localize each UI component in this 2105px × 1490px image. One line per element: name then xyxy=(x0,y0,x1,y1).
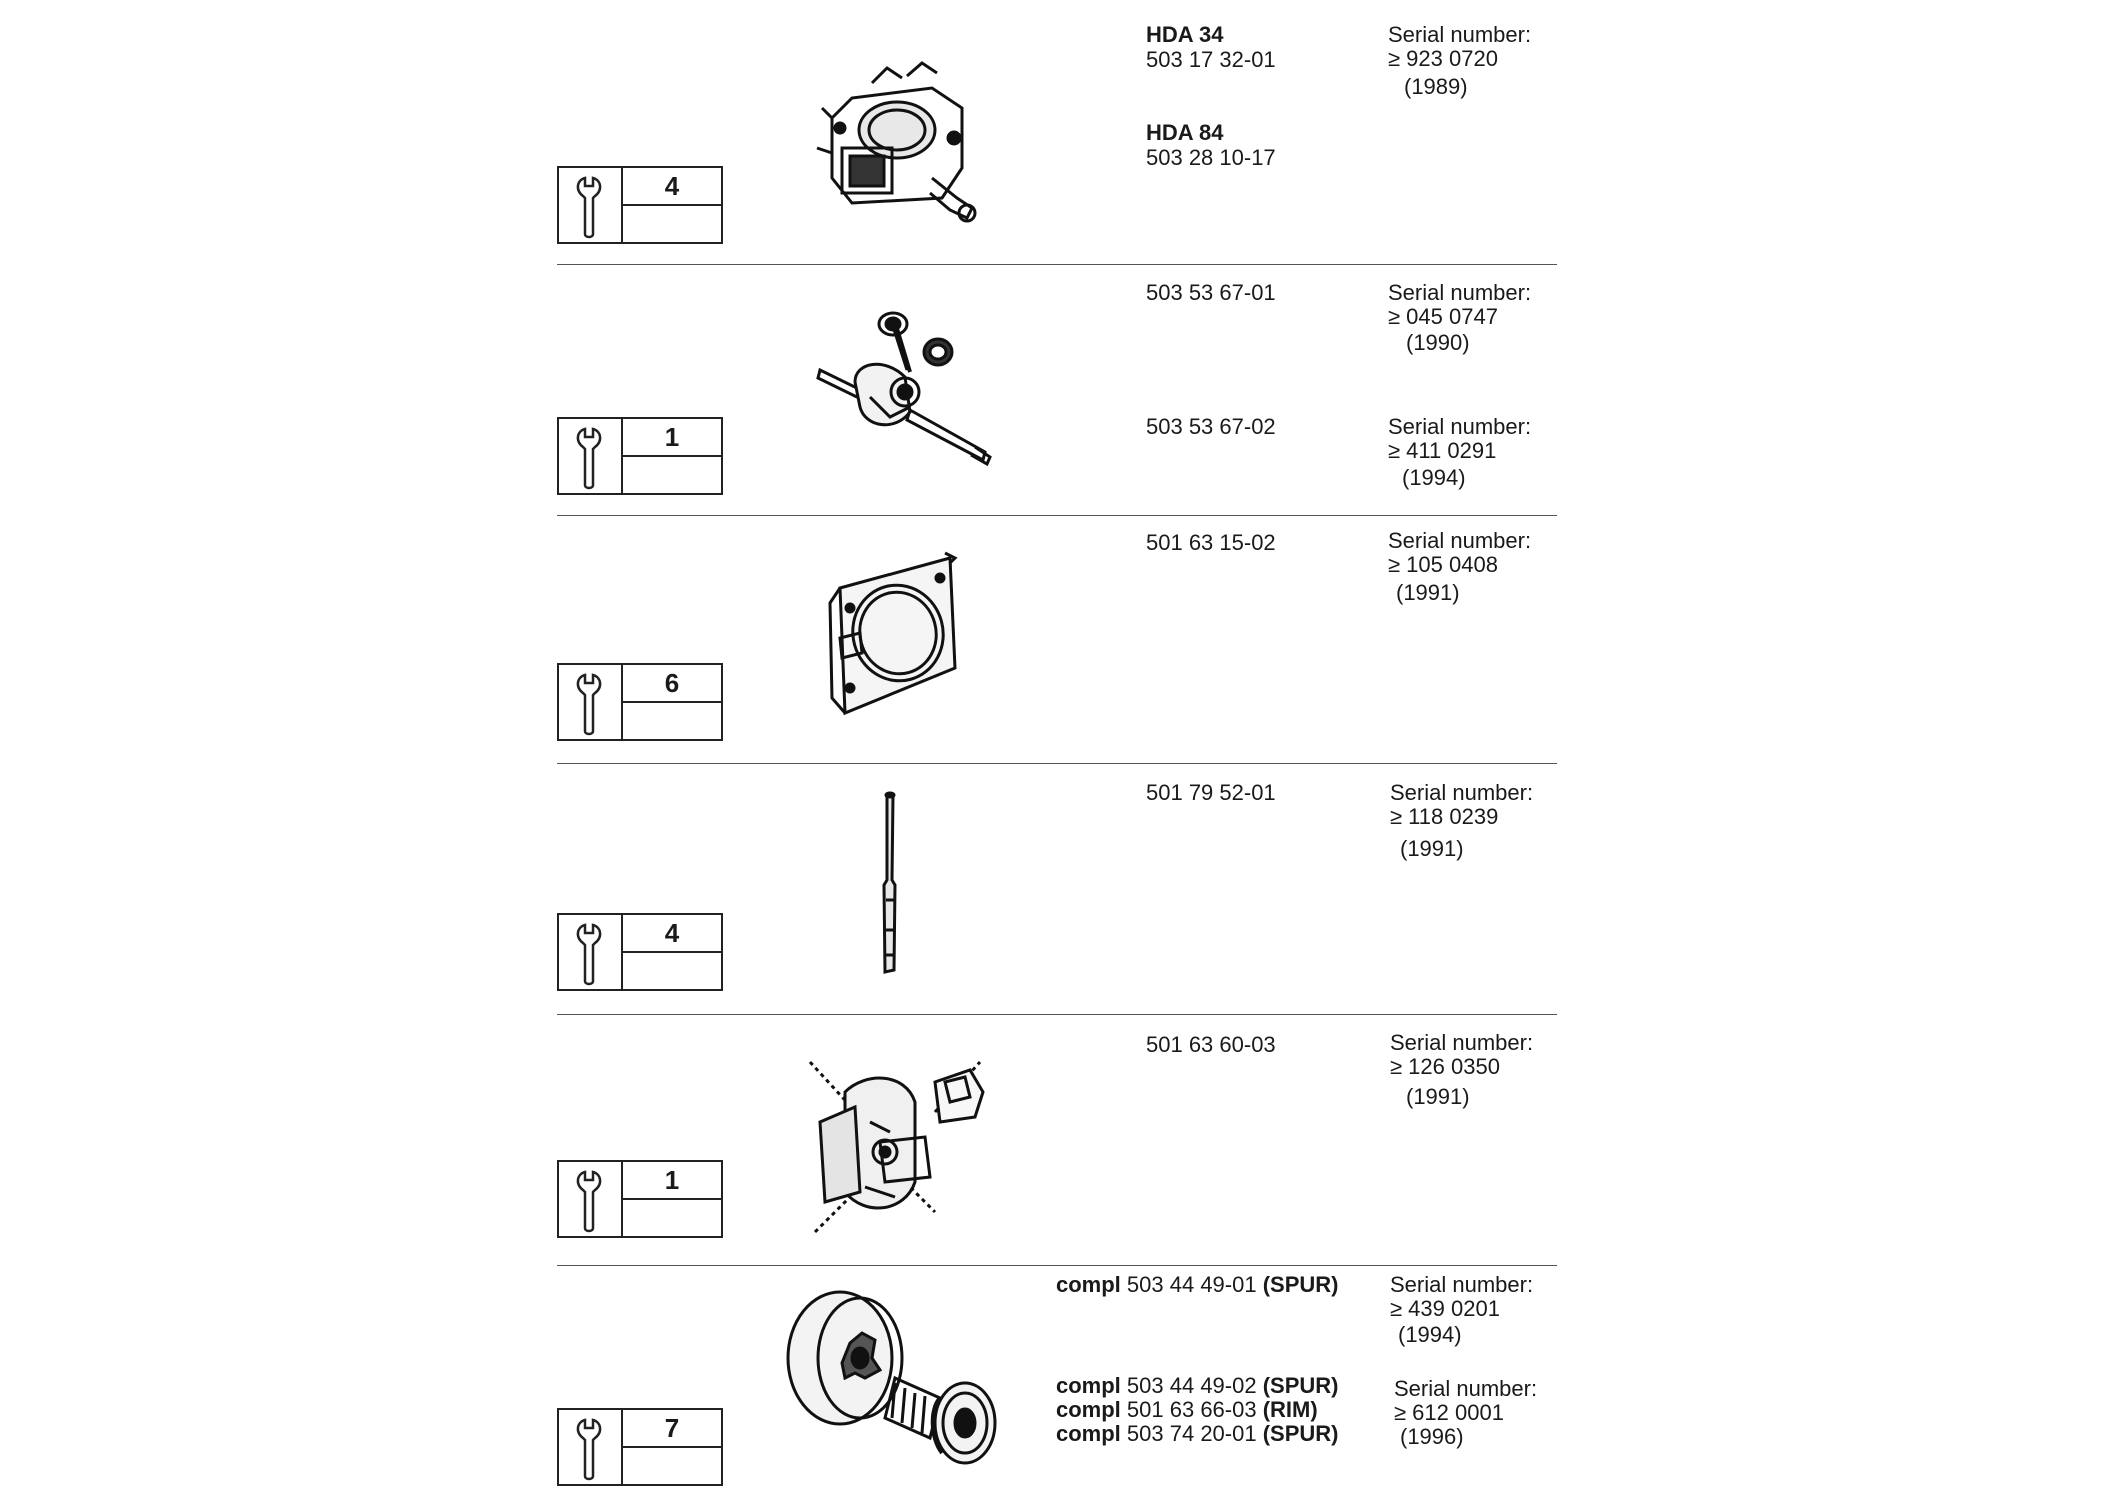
tool-number: 1 xyxy=(623,1162,721,1200)
serial-year: (1989) xyxy=(1404,74,1468,99)
part-number: 501 79 52-01 xyxy=(1146,780,1276,805)
part-type: (SPUR) xyxy=(1262,1421,1339,1446)
tool-reference-box: 7 xyxy=(557,1408,723,1486)
part-number: 503 74 20-01 xyxy=(1126,1421,1257,1446)
clutch-illustration xyxy=(808,1060,985,1234)
serial-label: Serial number: xyxy=(1390,1272,1534,1297)
serial-label: Serial number: xyxy=(1388,414,1532,439)
wrench-cell xyxy=(559,1410,623,1484)
wrench-icon xyxy=(576,673,602,736)
tool-reference-box: 4 xyxy=(557,166,723,244)
part-line: compl 503 44 49-02 (SPUR) xyxy=(1056,1373,1339,1398)
part-prefix: compl xyxy=(1056,1272,1121,1297)
part-line: compl 503 74 20-01 (SPUR) xyxy=(1056,1421,1339,1446)
part-model: HDA 34 xyxy=(1146,22,1224,47)
part-type: (SPUR) xyxy=(1262,1272,1339,1297)
wrench-icon xyxy=(576,1170,602,1233)
tool-number: 4 xyxy=(623,168,721,206)
part-type: (RIM) xyxy=(1262,1397,1318,1422)
part-line: compl 501 63 66-03 (RIM) xyxy=(1056,1397,1318,1422)
tool-number: 6 xyxy=(623,665,721,703)
part-number: 503 44 49-01 xyxy=(1126,1272,1257,1297)
part-number: 501 63 15-02 xyxy=(1146,530,1276,555)
wrench-cell xyxy=(559,1162,623,1236)
part-line: compl 503 44 49-01 (SPUR) xyxy=(1056,1272,1339,1297)
serial-label: Serial number: xyxy=(1390,780,1534,805)
tool-reference-box: 6 xyxy=(557,663,723,741)
serial-year: (1990) xyxy=(1406,330,1470,355)
wrench-icon xyxy=(576,1418,602,1481)
row-divider xyxy=(557,1265,1557,1266)
part-number: 501 63 66-03 xyxy=(1126,1397,1257,1422)
wrench-icon xyxy=(576,427,602,490)
crankcase-plate-illustration xyxy=(828,551,958,716)
wrench-icon xyxy=(576,176,602,239)
wrench-icon xyxy=(576,923,602,986)
tool-number: 4 xyxy=(623,915,721,953)
wrench-cell xyxy=(559,168,623,242)
tool-number: 7 xyxy=(623,1410,721,1448)
part-number: 503 28 10-17 xyxy=(1146,145,1276,170)
row-divider xyxy=(557,763,1557,764)
tool-number: 1 xyxy=(623,419,721,457)
serial-year: (1991) xyxy=(1400,836,1464,861)
wrench-cell xyxy=(559,665,623,739)
part-number: 501 63 60-03 xyxy=(1146,1032,1276,1057)
serial-value: ≥ 126 0350 xyxy=(1390,1054,1500,1079)
serial-value: ≥ 439 0201 xyxy=(1390,1296,1500,1321)
part-number: 503 44 49-02 xyxy=(1126,1373,1257,1398)
serial-year: (1991) xyxy=(1396,580,1460,605)
wrench-cell xyxy=(559,915,623,989)
part-model: HDA 84 xyxy=(1146,120,1224,145)
crankshaft-illustration xyxy=(816,311,992,467)
serial-label: Serial number: xyxy=(1388,22,1532,47)
wrench-cell xyxy=(559,419,623,493)
part-prefix: compl xyxy=(1056,1373,1121,1398)
shaft-rod-illustration xyxy=(882,791,897,974)
serial-value: ≥ 612 0001 xyxy=(1394,1400,1504,1425)
tool-reference-box: 1 xyxy=(557,417,723,495)
serial-label: Serial number: xyxy=(1388,280,1532,305)
serial-label: Serial number: xyxy=(1390,1030,1534,1055)
carburetor-illustration xyxy=(816,61,977,223)
part-prefix: compl xyxy=(1056,1421,1121,1446)
serial-value: ≥ 105 0408 xyxy=(1388,552,1498,577)
serial-value: ≥ 923 0720 xyxy=(1388,46,1498,71)
serial-year: (1996) xyxy=(1400,1424,1464,1449)
part-number: 503 53 67-01 xyxy=(1146,280,1276,305)
row-divider xyxy=(557,515,1557,516)
serial-year: (1994) xyxy=(1402,465,1466,490)
serial-label: Serial number: xyxy=(1394,1376,1538,1401)
row-divider xyxy=(557,264,1557,265)
part-prefix: compl xyxy=(1056,1397,1121,1422)
part-number: 503 17 32-01 xyxy=(1146,47,1276,72)
serial-value: ≥ 045 0747 xyxy=(1388,304,1498,329)
part-type: (SPUR) xyxy=(1262,1373,1339,1398)
tool-reference-box: 1 xyxy=(557,1160,723,1238)
serial-value: ≥ 411 0291 xyxy=(1388,438,1497,463)
serial-label: Serial number: xyxy=(1388,528,1532,553)
serial-year: (1994) xyxy=(1398,1322,1462,1347)
tool-reference-box: 4 xyxy=(557,913,723,991)
part-number: 503 53 67-02 xyxy=(1146,414,1276,439)
serial-value: ≥ 118 0239 xyxy=(1390,804,1499,829)
serial-year: (1991) xyxy=(1406,1084,1470,1109)
row-divider xyxy=(557,1014,1557,1015)
clutch-drum-illustration xyxy=(786,1290,997,1465)
